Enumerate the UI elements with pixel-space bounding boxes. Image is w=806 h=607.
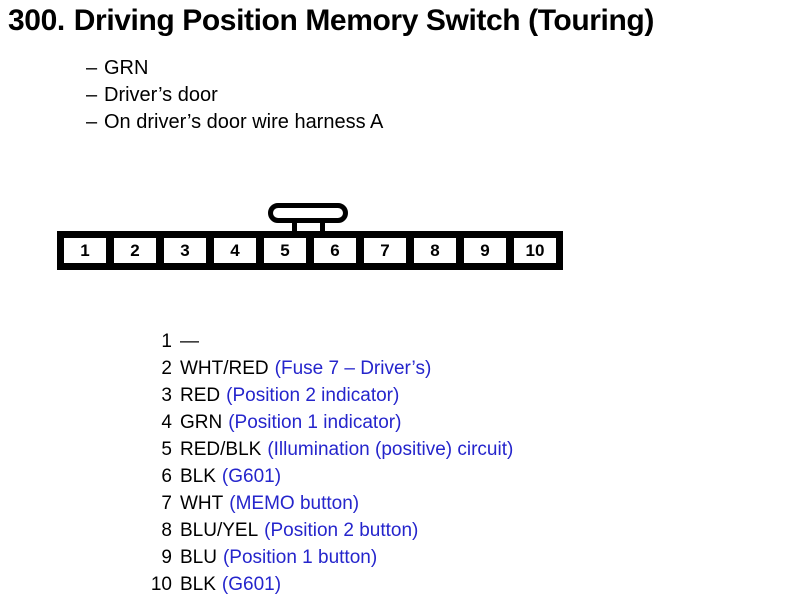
pin-number: 2 bbox=[161, 358, 172, 379]
wire-color: BLU/YEL bbox=[180, 520, 259, 541]
pin-number: 6 bbox=[161, 466, 172, 487]
list-item-label: Driver’s door bbox=[104, 84, 218, 106]
list-item: –Driver’s door bbox=[86, 82, 383, 109]
pin-number: 5 bbox=[161, 439, 172, 460]
pin-number: 1 bbox=[161, 331, 172, 352]
pin-assignment-row: 7 WHT(MEMO button) bbox=[140, 490, 513, 517]
wire-color: — bbox=[180, 331, 199, 352]
circuit-description: (G601) bbox=[221, 466, 282, 487]
pin-number: 10 bbox=[150, 574, 172, 595]
wire-color: WHT/RED bbox=[180, 358, 269, 379]
connector-pin: 10 bbox=[512, 236, 558, 265]
list-item-label: On driver’s door wire harness A bbox=[104, 111, 384, 133]
list-item-label: GRN bbox=[104, 57, 149, 79]
list-item: –On driver’s door wire harness A bbox=[86, 109, 383, 136]
connector-pin: 6 bbox=[312, 236, 358, 265]
pin-assignment-row: 3 RED(Position 2 indicator) bbox=[140, 382, 513, 409]
circuit-description: (Position 1 indicator) bbox=[228, 412, 402, 433]
connector-pin-housing: 1 2 3 4 5 6 7 8 9 10 bbox=[57, 231, 563, 270]
connector-pin: 2 bbox=[112, 236, 158, 265]
connector-pin: 4 bbox=[212, 236, 258, 265]
connector-pin: 5 bbox=[262, 236, 308, 265]
circuit-description: (G601) bbox=[221, 574, 282, 595]
pin-assignment-row: 1— bbox=[140, 328, 513, 355]
wire-color: GRN bbox=[180, 412, 223, 433]
pin-assignment-row: 2 WHT/RED(Fuse 7 – Driver’s) bbox=[140, 355, 513, 382]
pin-assignment-row: 9 BLU(Position 1 button) bbox=[140, 544, 513, 571]
pin-number: 4 bbox=[161, 412, 172, 433]
connector-pin: 9 bbox=[462, 236, 508, 265]
page-title-text: Driving Position Memory Switch (Touring) bbox=[73, 4, 655, 37]
attribute-bullet-list: –GRN –Driver’s door –On driver’s door wi… bbox=[86, 55, 383, 136]
connector-pin: 3 bbox=[162, 236, 208, 265]
wire-color: BLK bbox=[180, 466, 216, 487]
wire-color: RED bbox=[180, 385, 221, 406]
circuit-description: (Position 1 button) bbox=[222, 547, 378, 568]
dash-icon: – bbox=[86, 84, 98, 106]
circuit-description: (Fuse 7 – Driver’s) bbox=[274, 358, 432, 379]
page-title-number: 300. bbox=[8, 4, 65, 37]
pin-number: 9 bbox=[161, 547, 172, 568]
dash-icon: – bbox=[86, 111, 98, 133]
pin-assignment-row: 6 BLK(G601) bbox=[140, 463, 513, 490]
wire-color: WHT bbox=[180, 493, 224, 514]
circuit-description: (Position 2 indicator) bbox=[226, 385, 400, 406]
pin-assignment-row: 8 BLU/YEL(Position 2 button) bbox=[140, 517, 513, 544]
wire-color: BLU bbox=[180, 547, 217, 568]
connector-diagram: 1 2 3 4 5 6 7 8 9 10 bbox=[57, 200, 577, 275]
circuit-description: (MEMO button) bbox=[229, 493, 360, 514]
pin-number: 8 bbox=[161, 520, 172, 541]
page-title: 300.Driving Position Memory Switch (Tour… bbox=[8, 4, 654, 38]
wire-color: BLK bbox=[180, 574, 216, 595]
connector-latch-tab-icon bbox=[268, 203, 348, 223]
pin-assignment-row: 5 RED/BLK(Illumination (positive) circuit… bbox=[140, 436, 513, 463]
connector-pin: 7 bbox=[362, 236, 408, 265]
pin-number: 7 bbox=[161, 493, 172, 514]
pin-assignment-row: 4 GRN(Position 1 indicator) bbox=[140, 409, 513, 436]
list-item: –GRN bbox=[86, 55, 383, 82]
circuit-description: (Illumination (positive) circuit) bbox=[267, 439, 514, 460]
pin-assignment-row: 10 BLK(G601) bbox=[140, 571, 513, 598]
connector-pin: 8 bbox=[412, 236, 458, 265]
circuit-description: (Position 2 button) bbox=[264, 520, 419, 541]
connector-pin: 1 bbox=[62, 236, 108, 265]
wire-color: RED/BLK bbox=[180, 439, 262, 460]
dash-icon: – bbox=[86, 57, 98, 79]
pin-number: 3 bbox=[161, 385, 172, 406]
